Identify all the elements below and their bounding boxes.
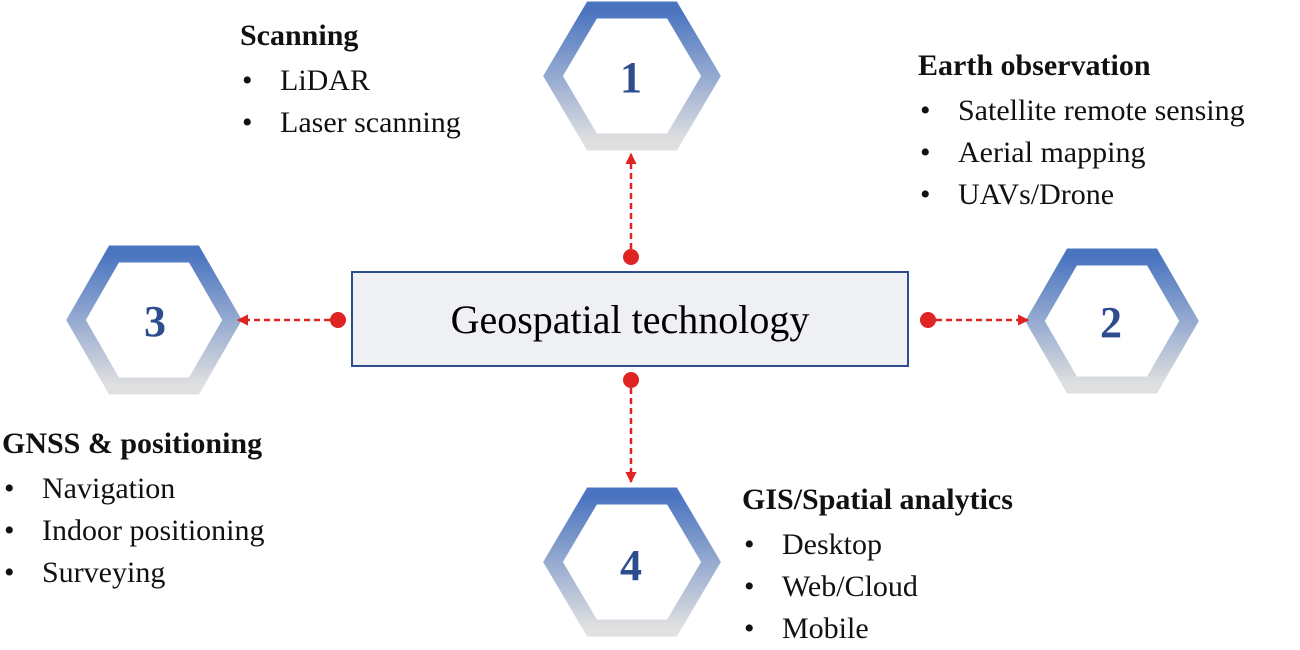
connector-left-dot <box>330 312 346 328</box>
list-item: Navigation <box>2 468 265 510</box>
connector-right-dot <box>920 312 936 328</box>
center-box <box>351 271 909 367</box>
list-item: Laser scanning <box>240 102 461 144</box>
hexagon-3: 3 <box>66 245 242 395</box>
list-item: Indoor positioning <box>2 510 265 552</box>
hexagon-3-number: 3 <box>144 297 166 346</box>
hexagon-4: 4 <box>543 487 721 637</box>
list-item: Surveying <box>2 552 265 594</box>
hexagon-2-number: 2 <box>1100 298 1122 347</box>
list-item: Mobile <box>742 608 1013 650</box>
group-scanning: Scanning LiDAR Laser scanning <box>240 18 461 144</box>
connector-down-dot <box>623 372 639 388</box>
center-node: Geospatial technology <box>351 271 909 367</box>
connector-up-dot <box>623 249 639 265</box>
group-gis-list: Desktop Web/Cloud Mobile <box>742 524 1013 650</box>
hexagon-4-number: 4 <box>620 541 642 590</box>
hexagon-1: 1 <box>543 1 721 151</box>
list-item: Web/Cloud <box>742 566 1013 608</box>
list-item: Desktop <box>742 524 1013 566</box>
connector-up <box>623 152 639 265</box>
group-scanning-title: Scanning <box>240 19 359 52</box>
group-scanning-list: LiDAR Laser scanning <box>240 60 461 144</box>
group-gnss-list: Navigation Indoor positioning Surveying <box>2 468 265 594</box>
center-label: Geospatial technology <box>451 297 810 342</box>
hexagon-3-shape <box>66 245 242 395</box>
group-earth-observation: Earth observation Satellite remote sensi… <box>918 48 1245 216</box>
list-item: UAVs/Drone <box>918 174 1245 216</box>
list-item: LiDAR <box>240 60 461 102</box>
list-item: Aerial mapping <box>918 132 1245 174</box>
hexagon-1-number: 1 <box>620 53 642 102</box>
connector-right <box>920 312 1030 328</box>
group-earth-title: Earth observation <box>918 49 1151 82</box>
hexagon-2: 2 <box>1025 248 1199 394</box>
group-earth-list: Satellite remote sensing Aerial mapping … <box>918 90 1245 216</box>
group-gis-title: GIS/Spatial analytics <box>742 483 1013 516</box>
list-item: Satellite remote sensing <box>918 90 1245 132</box>
group-gnss-positioning: GNSS & positioning Navigation Indoor pos… <box>2 426 265 594</box>
hexagon-1-shape <box>543 1 721 151</box>
hexagon-2-shape <box>1025 248 1199 394</box>
group-gnss-title: GNSS & positioning <box>2 427 263 460</box>
connector-down <box>623 372 639 484</box>
hexagon-4-shape <box>543 487 721 637</box>
connector-left <box>236 312 346 328</box>
group-gis-spatial-analytics: GIS/Spatial analytics Desktop Web/Cloud … <box>742 482 1013 650</box>
